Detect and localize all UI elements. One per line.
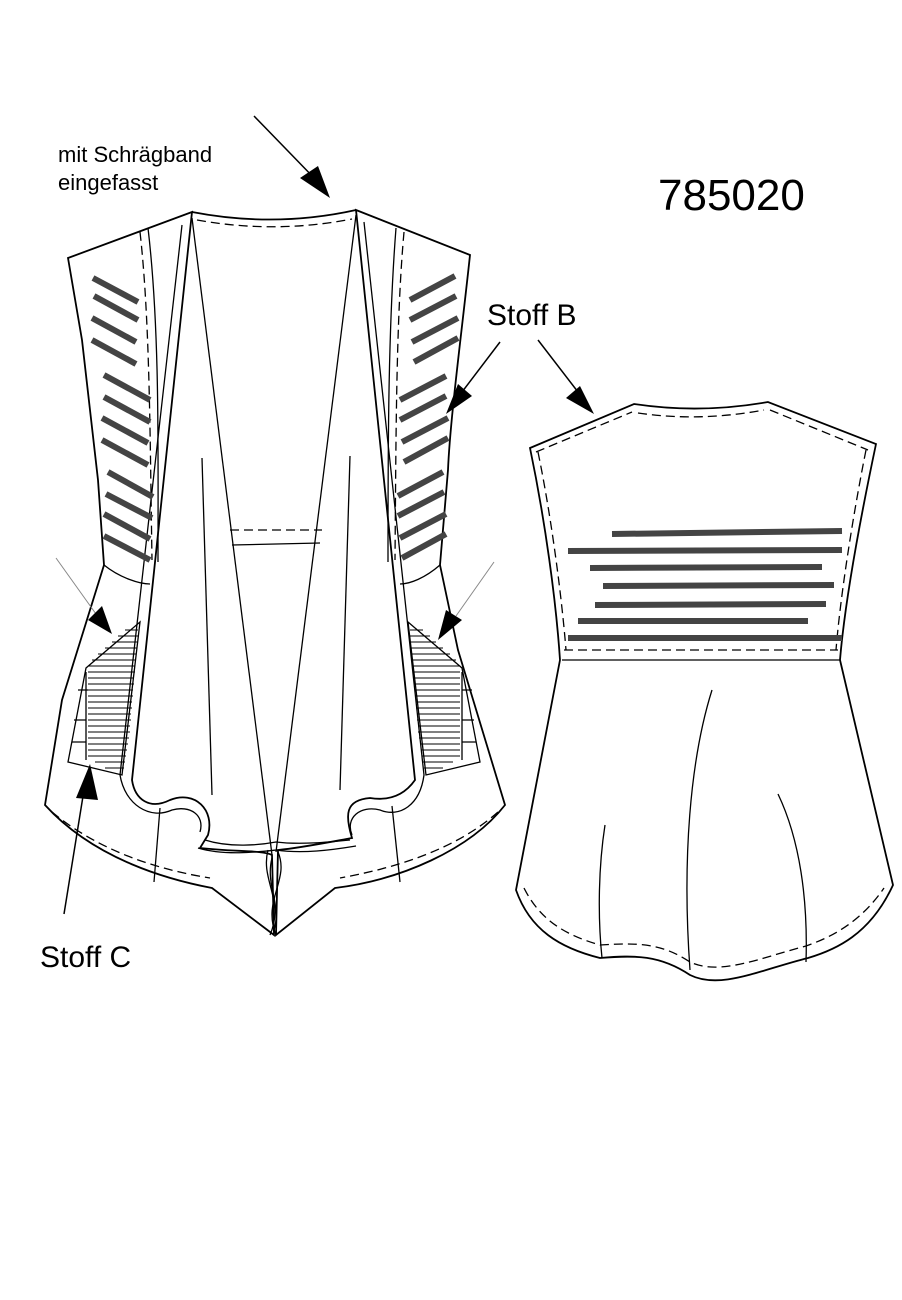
fabric-c-label: Stoff C [40, 941, 132, 974]
back-outline [515, 401, 894, 982]
back-view [515, 401, 894, 982]
back-seam-left [686, 689, 713, 971]
stoff-c-right-leader [455, 561, 495, 617]
back-hem-stitch [523, 887, 885, 968]
front-neckline-stitch [196, 218, 353, 228]
back-left-shoulder-stitch [535, 411, 633, 453]
binding-arrowhead [300, 166, 330, 198]
stoff-b-back-leader [537, 339, 579, 393]
front-left-armhole-stitch [139, 231, 153, 561]
binding-note-line2: eingefasst [58, 170, 159, 195]
binding-note-line1: mit Schrägband [58, 142, 213, 167]
back-stripes [567, 528, 843, 641]
stoff-b-front-arrowhead [446, 384, 472, 414]
left-lapel-inner [191, 217, 273, 856]
front-left-princess [147, 227, 159, 563]
front-right-waist-seam [399, 564, 441, 585]
back-dart-left [598, 824, 606, 959]
inner-back-line-right [339, 455, 351, 791]
front-left-stripes [90, 275, 155, 563]
tie-cord-3 [269, 857, 277, 931]
front-view [44, 208, 506, 937]
stoff-c-left-arrowhead [88, 606, 112, 634]
front-inner-hem [204, 839, 351, 846]
stoff-b-front-leader [461, 341, 501, 393]
front-right-princess [387, 227, 397, 563]
front-left-lower-seam [153, 807, 161, 883]
back-seam-right [777, 793, 807, 963]
right-lapel-inner [275, 214, 357, 853]
back-right-armhole-stitch [835, 449, 867, 651]
binding-note: mit Schrägband eingefasst [58, 141, 212, 197]
inner-back-yoke-seam [231, 542, 321, 546]
front-left-waist-seam [103, 564, 151, 585]
annotations [55, 115, 594, 915]
stoff-c-left-leader [55, 557, 97, 615]
stoff-b-back-arrowhead [566, 386, 594, 414]
left-lapel-edge [119, 224, 202, 833]
right-lapel-edge [349, 221, 425, 836]
pattern-number: 785020 [658, 171, 805, 220]
front-right-lower-seam [391, 805, 401, 883]
binding-leader [253, 115, 319, 183]
front-neckline [191, 209, 357, 221]
front-right-hem-stitch [339, 811, 499, 879]
stoff-c-right-arrowhead [438, 610, 462, 640]
back-right-shoulder-stitch [769, 409, 869, 451]
front-left-outline [44, 210, 275, 937]
front-right-pocket [407, 620, 481, 776]
stoff-c-bottom-leader [63, 789, 85, 915]
front-right-outline [275, 208, 506, 937]
inner-back-line-left [201, 457, 213, 796]
tie-cord-2 [271, 851, 282, 936]
front-right-armhole-stitch [394, 231, 405, 561]
front-left-hem-stitch [51, 811, 211, 879]
back-neckline-stitch [637, 409, 765, 418]
front-inner-hem-2 [197, 845, 357, 854]
front-right-stripes [396, 273, 460, 561]
front-left-pocket [67, 620, 141, 776]
stoff-c-bottom-arrowhead [76, 764, 98, 800]
back-left-armhole-stitch [537, 451, 567, 651]
fabric-b-label: Stoff B [487, 299, 577, 332]
